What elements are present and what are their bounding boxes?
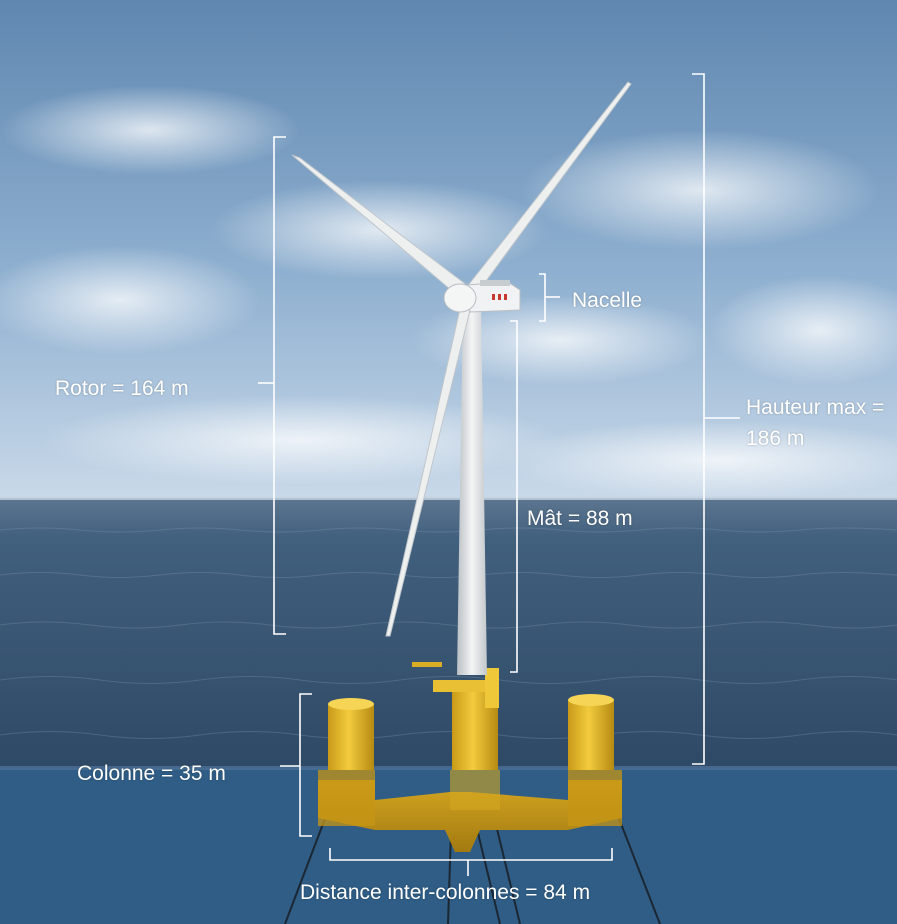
clouds [0, 85, 897, 500]
hauteur-label: Hauteur max = 186 m [746, 396, 885, 450]
rotor-blades [291, 81, 632, 637]
waves [0, 527, 897, 739]
nacelle-hub [443, 280, 521, 313]
colonne-label: Colonne = 35 m [77, 762, 226, 785]
tower [457, 305, 487, 675]
floater-columns [328, 662, 614, 770]
mat-label: Mât = 88 m [527, 507, 633, 530]
horizon-line [0, 496, 897, 500]
rotor-label: Rotor = 164 m [55, 377, 189, 400]
dimension-brackets [258, 73, 740, 876]
sea-surface [0, 498, 897, 770]
distance-label: Distance inter-colonnes = 84 m [300, 881, 591, 904]
nacelle-label: Nacelle [572, 289, 643, 312]
floater-submerged [318, 770, 622, 852]
